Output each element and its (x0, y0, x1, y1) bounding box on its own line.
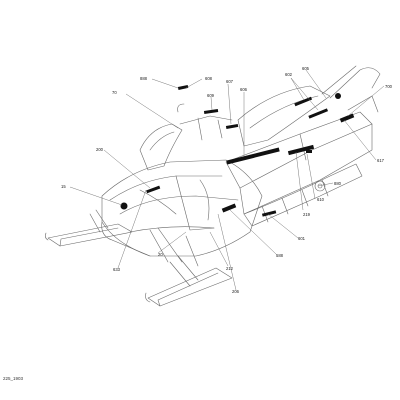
callout-label: 219 (303, 212, 311, 217)
front-left-ski (45, 209, 133, 247)
callout-label: 70 (112, 90, 117, 95)
callout-label: 608 (205, 76, 213, 81)
callout-label: 700 (385, 84, 393, 89)
decal-console (225, 123, 239, 130)
callout-label: 888 (140, 76, 148, 81)
callout-label: 609 (207, 93, 215, 98)
callout-label: 605 (302, 66, 310, 71)
decal-rear-flap (339, 113, 355, 123)
decal-tunnel-brand (287, 144, 315, 156)
callout-label: 20 (158, 252, 163, 257)
decal-hood-top (203, 109, 219, 114)
callout-label: 610 (317, 197, 325, 202)
decal-rear-light (335, 93, 341, 99)
front-bumper (101, 221, 199, 267)
decal-running-board (261, 210, 277, 217)
callout-label: 880 (334, 181, 342, 186)
leader-lines (69, 69, 385, 291)
tunnel (225, 65, 381, 215)
callout-label: 15 (61, 184, 66, 189)
decal-headlight-logo (120, 202, 128, 210)
windshield (139, 123, 183, 171)
callout-label: 601 (298, 236, 306, 241)
decal-rear-rack-a (294, 96, 313, 107)
front-right-ski (145, 255, 233, 307)
seat (237, 85, 331, 147)
decal-tunnel-stripe (226, 147, 280, 165)
callout-label: 617 (377, 158, 385, 163)
decal-tunnel-mark (306, 150, 312, 153)
callout-label: 633 (113, 267, 121, 272)
decal-hood-side (146, 185, 161, 194)
callout-labels: 888 608 607 70 606 602 609 605 700 200 1… (61, 66, 393, 294)
handlebar (177, 103, 233, 141)
decal-side-panel (221, 203, 237, 213)
body-side-panel (101, 159, 263, 257)
figure-reference-code: 225_1903 (3, 376, 24, 381)
callout-label: 200 (96, 147, 104, 152)
callout-label: 602 (285, 72, 293, 77)
callout-label: 607 (226, 79, 234, 84)
decal-rear-rack-b (308, 108, 329, 119)
callout-label: 212 (226, 266, 234, 271)
callout-label: 606 (240, 87, 248, 92)
callout-label: 206 (232, 289, 240, 294)
callout-label: 588 (276, 253, 284, 258)
decal-handlebar-pad (177, 84, 189, 90)
